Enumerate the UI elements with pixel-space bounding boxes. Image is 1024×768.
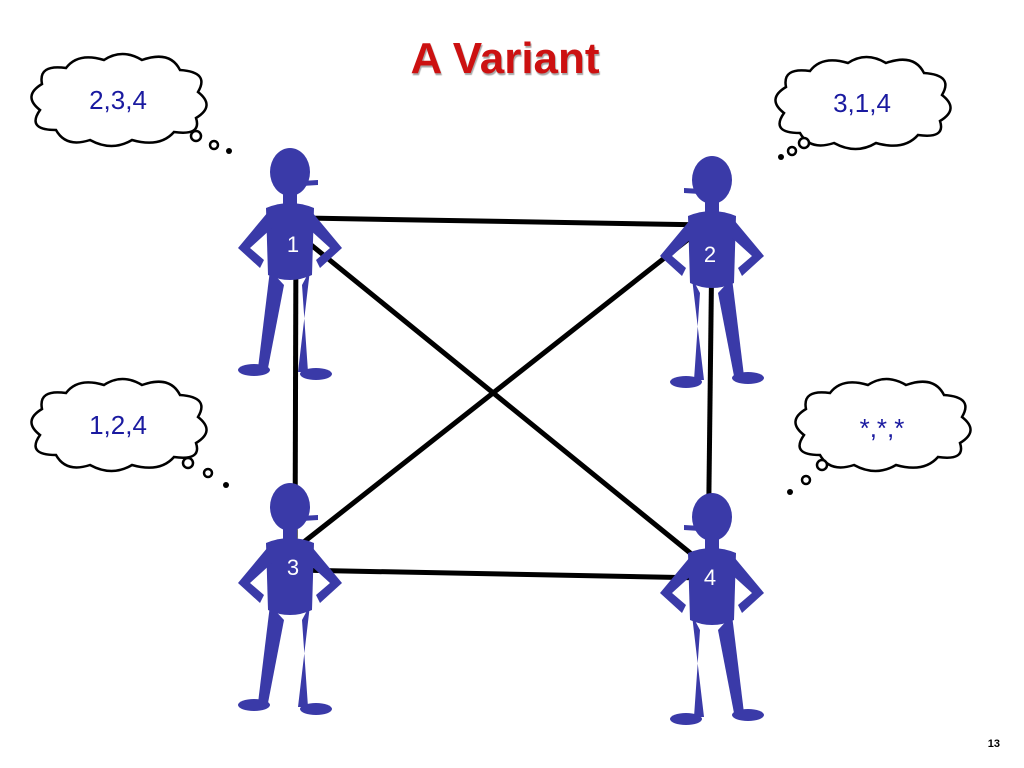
node-3: 3 1,2,4 <box>30 377 342 715</box>
person-figure-icon <box>238 483 342 715</box>
node-label: 3 <box>287 555 299 580</box>
person-figure-icon <box>660 493 764 725</box>
thought-text: *,*,* <box>860 413 905 443</box>
edge-1-2 <box>304 215 711 228</box>
thought-bubble: *,*,* <box>794 377 972 473</box>
edge-2-3 <box>298 228 702 547</box>
person-figure-icon <box>238 148 342 380</box>
page-number: 13 <box>987 738 1000 750</box>
thought-bubble: 2,3,4 <box>30 52 208 148</box>
node-label: 2 <box>704 242 716 267</box>
thought-text: 1,2,4 <box>89 410 147 440</box>
thought-text: 2,3,4 <box>89 85 147 115</box>
thought-text: 3,1,4 <box>833 88 891 118</box>
node-label: 1 <box>287 232 299 257</box>
node-label: 4 <box>704 565 716 590</box>
slide-title: A Variant <box>410 34 600 83</box>
node-2: 2 3,1,4 <box>660 55 952 388</box>
node-1: 1 2,3,4 <box>30 52 342 380</box>
edge-1-4 <box>303 238 707 567</box>
edge-3-4 <box>294 567 706 581</box>
thought-bubble: 1,2,4 <box>30 377 208 473</box>
edges <box>292 215 715 581</box>
thought-bubble: 3,1,4 <box>774 55 952 151</box>
node-4: 4 *,*,* <box>660 377 972 725</box>
